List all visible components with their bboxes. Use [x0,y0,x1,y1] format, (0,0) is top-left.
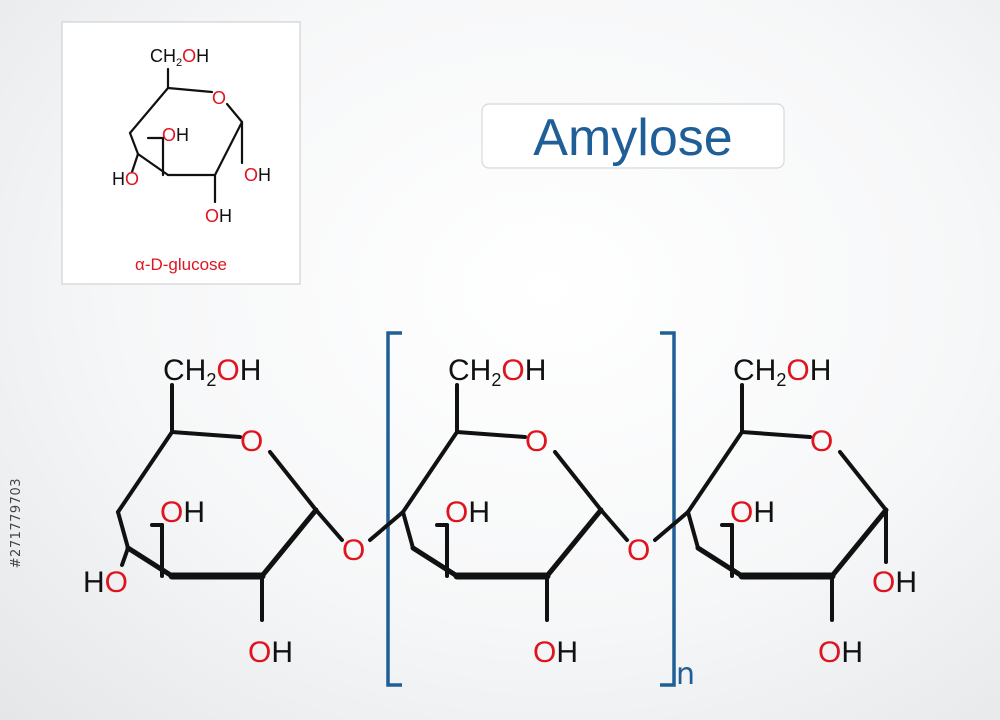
bond [259,507,319,579]
title-box [481,103,785,169]
glucose-chain: CH2OH O OH OH HO CH2OH O OH OH CH2OH O OH OH OH O O [83,354,917,669]
ch2oh-label: CH2OH [448,354,546,390]
bond [268,450,318,512]
oh-label: OH [730,496,775,529]
oh-label: OH [248,636,293,669]
title: Amylose [533,109,732,167]
glycosidic-bond [653,510,690,542]
oh-label: OH [445,496,490,529]
ho-label: HO [112,169,139,189]
repeat-brackets [386,331,676,687]
repeat-index: n [676,657,695,692]
glycosidic-bond [599,508,629,542]
right-bracket [660,331,676,687]
ch2oh-label: CH2OH [150,46,209,69]
bond [838,450,888,512]
bond [740,430,812,439]
bond [120,546,130,567]
ch2oh-label: CH2OH [733,354,831,390]
oh-label: OH [533,636,578,669]
glucose-molecule-inset [128,67,244,204]
ho-label: HO [83,566,128,599]
glycosidic-bond [368,510,405,542]
bond [695,545,745,579]
bond [686,510,700,550]
bond [401,430,459,514]
bond [116,510,130,550]
glycosidic-bond [314,508,344,542]
bond [553,450,603,512]
left-bracket [386,331,402,687]
bond [170,430,242,439]
bond [686,430,744,514]
oh-label: OH [205,206,232,226]
bond [455,430,527,439]
watermark-id: #271779703 [9,478,24,569]
bond [116,430,174,514]
glucose-inset-labels: CH2OH O OH HO OH OH [112,46,271,226]
bond [401,510,415,550]
oh-label: OH [162,125,189,145]
bond [544,507,604,579]
bond [125,545,175,579]
glucose-inset-box [61,21,301,285]
ring-oxygen-label: O [212,88,226,108]
inset-label: α-D-glucose [135,255,227,274]
oh-label: OH [160,496,205,529]
linkage-oxygen-label: O [627,534,650,567]
linkage-oxygen-label: O [342,534,365,567]
ch2oh-label: CH2OH [163,354,261,390]
oh-label: OH [818,636,863,669]
oh-label: OH [244,165,271,185]
bond [829,507,889,579]
ring-oxygen-label: O [240,425,263,458]
ring-oxygen-label: O [525,425,548,458]
bond [410,545,460,579]
oh-label: OH [872,566,917,599]
ring-oxygen-label: O [810,425,833,458]
